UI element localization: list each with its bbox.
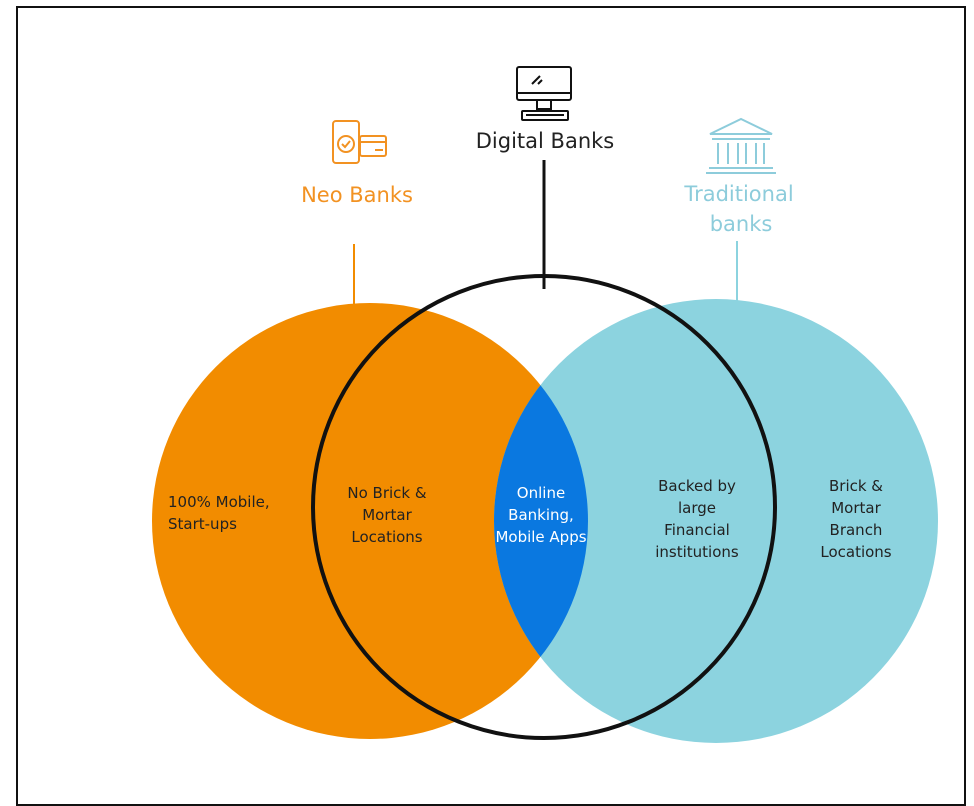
txNeoOnly-line: Start-ups	[168, 515, 237, 533]
traditional-banks-label-line2: banks	[710, 212, 773, 236]
digital-banks-label: Digital Banks	[476, 129, 614, 153]
txTradDigital-line: large	[678, 499, 716, 517]
txTradDigital-line: institutions	[655, 543, 739, 561]
bank-building-icon	[706, 117, 776, 174]
txNeoOnly-line: 100% Mobile,	[168, 493, 270, 511]
txTradOnly-line: Mortar	[831, 499, 881, 517]
mobile-card-icon	[332, 120, 387, 164]
desktop-computer-icon	[516, 66, 572, 121]
txTradOnly-line: Locations	[820, 543, 891, 561]
txCenter-line: Banking,	[508, 506, 574, 524]
neo-banks-circle	[152, 303, 588, 739]
txNeoDigital-line: No Brick &	[347, 484, 426, 502]
txCenter-line: Online	[517, 484, 565, 502]
txTradDigital-line: Financial	[664, 521, 730, 539]
txTradDigital-line: Backed by	[658, 477, 736, 495]
txTradOnly-line: Brick &	[829, 477, 883, 495]
digital-banks-circle	[311, 274, 777, 740]
txCenter-line: Mobile Apps	[495, 528, 586, 546]
txTradOnly-line: Branch	[830, 521, 883, 539]
neo-only-text: 100% Mobile, Start-ups	[168, 493, 270, 533]
txNeoDigital-line: Locations	[351, 528, 422, 546]
txNeoDigital-line: Mortar	[362, 506, 412, 524]
neo-banks-label: Neo Banks	[301, 183, 413, 207]
traditional-banks-circle	[494, 299, 938, 743]
traditional-banks-label-line1: Traditional	[683, 182, 793, 206]
